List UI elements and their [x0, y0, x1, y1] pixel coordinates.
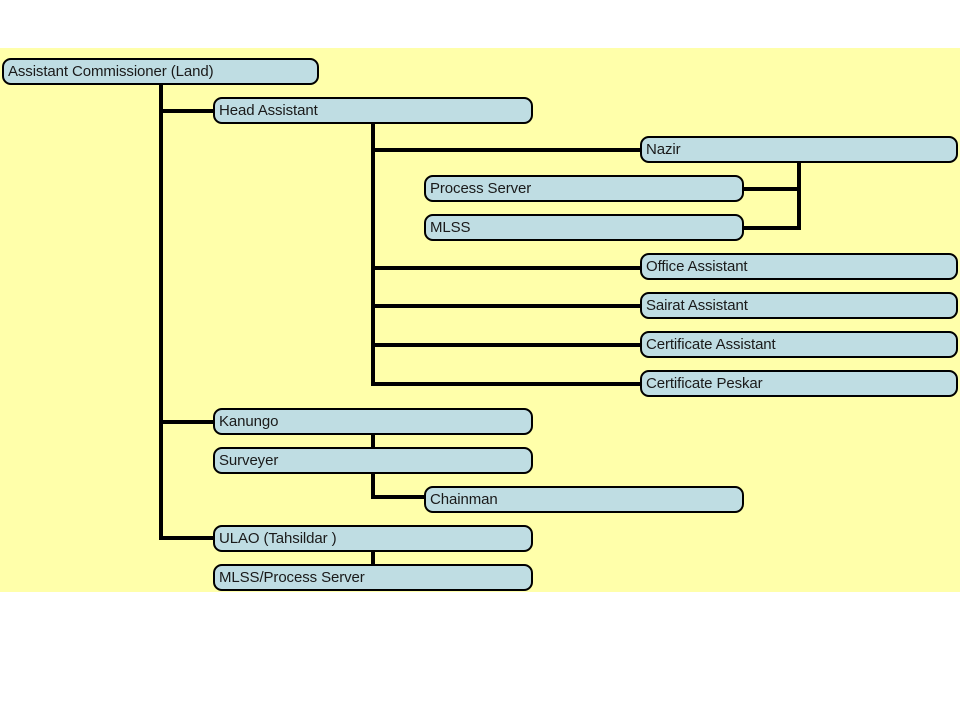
- node-label-surveyer: Surveyer: [219, 451, 279, 469]
- node-label-assistant-commissioner: Assistant Commissioner (Land): [8, 62, 214, 80]
- connector-head-assistant-to-nazir: [371, 148, 643, 152]
- node-label-nazir: Nazir: [646, 140, 681, 158]
- node-process-server[interactable]: Process Server: [424, 175, 744, 202]
- node-kanungo[interactable]: Kanungo: [213, 408, 533, 435]
- connector-ac-to-ulao: [159, 536, 217, 540]
- node-surveyer[interactable]: Surveyer: [213, 447, 533, 474]
- node-mlss[interactable]: MLSS: [424, 214, 744, 241]
- connector-surveyer-to-chainman-horizontal: [371, 495, 427, 499]
- node-label-office-assistant: Office Assistant: [646, 257, 748, 275]
- node-nazir[interactable]: Nazir: [640, 136, 958, 163]
- org-chart-canvas: Assistant Commissioner (Land) Head Assis…: [0, 48, 960, 592]
- connector-nazir-to-mlss: [744, 226, 801, 230]
- node-label-certificate-assistant: Certificate Assistant: [646, 335, 776, 353]
- node-label-certificate-peskar: Certificate Peskar: [646, 374, 763, 392]
- node-label-process-server: Process Server: [430, 179, 532, 197]
- connector-head-assistant-to-office-assistant: [371, 266, 643, 270]
- connector-surveyer-to-chainman-vertical: [371, 472, 375, 499]
- node-certificate-peskar[interactable]: Certificate Peskar: [640, 370, 958, 397]
- connector-nazir-to-process-server: [744, 187, 801, 191]
- node-chainman[interactable]: Chainman: [424, 486, 744, 513]
- node-sairat-assistant[interactable]: Sairat Assistant: [640, 292, 958, 319]
- node-label-sairat-assistant: Sairat Assistant: [646, 296, 748, 314]
- connector-trunk-main: [159, 84, 163, 540]
- node-label-kanungo: Kanungo: [219, 412, 279, 430]
- node-certificate-assistant[interactable]: Certificate Assistant: [640, 331, 958, 358]
- node-head-assistant[interactable]: Head Assistant: [213, 97, 533, 124]
- node-label-mlss: MLSS: [430, 218, 471, 236]
- connector-head-assistant-to-sairat-assistant: [371, 304, 643, 308]
- connector-ulao-to-mlss-process-server: [371, 550, 375, 564]
- connector-ac-to-kanungo: [159, 420, 217, 424]
- connector-head-assistant-to-certificate-peskar: [371, 382, 643, 386]
- node-office-assistant[interactable]: Office Assistant: [640, 253, 958, 280]
- node-label-chainman: Chainman: [430, 490, 498, 508]
- node-label-mlss-process-server: MLSS/Process Server: [219, 568, 365, 586]
- node-ulao-tahsildar[interactable]: ULAO (Tahsildar ): [213, 525, 533, 552]
- connector-trunk-head-assistant: [371, 124, 375, 386]
- node-label-head-assistant: Head Assistant: [219, 101, 318, 119]
- node-label-ulao-tahsildar: ULAO (Tahsildar ): [219, 529, 337, 547]
- node-mlss-process-server[interactable]: MLSS/Process Server: [213, 564, 533, 591]
- connector-ac-to-head-assistant: [159, 109, 217, 113]
- connector-head-assistant-to-certificate-assistant: [371, 343, 643, 347]
- connector-kanungo-to-surveyer: [371, 433, 375, 447]
- node-assistant-commissioner[interactable]: Assistant Commissioner (Land): [2, 58, 319, 85]
- connector-trunk-nazir: [797, 162, 801, 230]
